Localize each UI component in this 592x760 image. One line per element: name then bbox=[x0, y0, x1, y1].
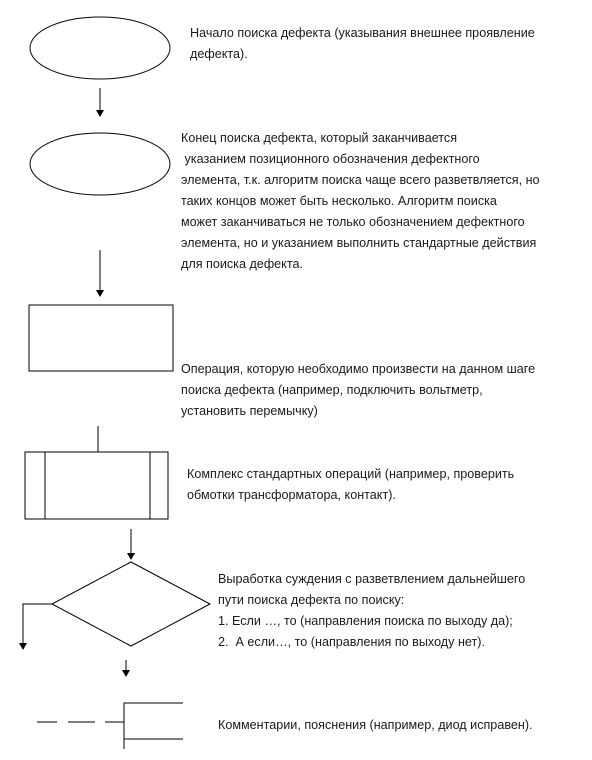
operation-description-line: Операция, которую необходимо произвести … bbox=[181, 362, 536, 376]
end-description-line: Конец поиска дефекта, который заканчивае… bbox=[181, 131, 458, 145]
end-description-line: указанием позиционного обозначения дефек… bbox=[181, 152, 480, 166]
start-description: Начало поиска дефекта (указывания внешне… bbox=[190, 23, 535, 65]
end-description-line: элемента, но и указанием выполнить станд… bbox=[181, 236, 537, 250]
decision-description-line: 2. А если…, то (направления по выходу не… bbox=[218, 635, 485, 649]
comment-description: Комментарии, пояснения (например, диод и… bbox=[218, 715, 533, 736]
decision-diamond bbox=[50, 561, 212, 647]
operation-description: Операция, которую необходимо произвести … bbox=[181, 359, 535, 422]
start-terminator-ellipse bbox=[29, 16, 171, 80]
complex-description-line: Комплекс стандартных операций (например,… bbox=[187, 467, 515, 481]
decision-description: Выработка суждения с разветвлением дальн… bbox=[218, 569, 525, 653]
decision-description-line: 1. Если …, то (направления поиска по вых… bbox=[218, 614, 513, 628]
decision-description-line: Выработка суждения с разветвлением дальн… bbox=[218, 572, 526, 586]
decision-left-branch-head bbox=[19, 643, 27, 650]
end-description-line: может заканчиваться не только обозначени… bbox=[181, 215, 525, 229]
decision-input-arrow-head bbox=[127, 553, 135, 560]
end-terminator-ellipse bbox=[29, 132, 171, 196]
comment-description-line: Комментарии, пояснения (например, диод и… bbox=[218, 718, 533, 732]
complex-description-line: обмотки трансформатора, контакт). bbox=[187, 488, 396, 502]
complex-description: Комплекс стандартных операций (например,… bbox=[187, 464, 514, 506]
end-description-line: элемента, т.к. алгоритм поиска чаще всег… bbox=[181, 173, 540, 187]
complex-operations-block bbox=[24, 451, 169, 520]
decision-left-branch bbox=[22, 603, 52, 643]
start-description-line: Начало поиска дефекта (указывания внешне… bbox=[190, 26, 535, 40]
end-description-line: таких концов может быть несколько. Алгор… bbox=[181, 194, 497, 208]
end-description-line: для поиска дефекта. bbox=[181, 257, 303, 271]
operation-description-line: поиска дефекта (например, подключить вол… bbox=[181, 383, 483, 397]
comment-bracket bbox=[123, 702, 183, 749]
start-description-line: дефекта). bbox=[190, 47, 248, 61]
decision-description-line: пути поиска дефекта по поиску: bbox=[218, 593, 405, 607]
operation-description-line: установить перемычку) bbox=[181, 404, 318, 418]
operation-rectangle bbox=[28, 304, 174, 372]
decision-bottom-branch-head bbox=[122, 670, 130, 677]
end-description: Конец поиска дефекта, который заканчивае… bbox=[181, 128, 540, 275]
start-arrow-head bbox=[96, 110, 104, 117]
end-arrow-head bbox=[96, 290, 104, 297]
